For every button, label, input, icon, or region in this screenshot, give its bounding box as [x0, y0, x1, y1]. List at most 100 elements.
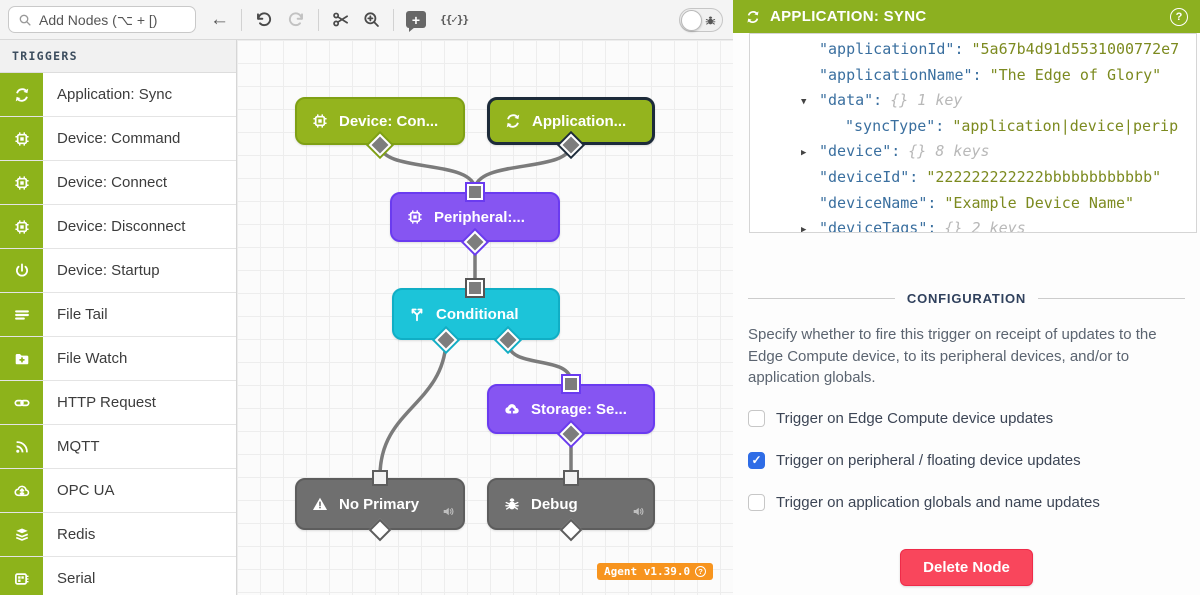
sidebar-item-label: HTTP Request: [57, 394, 156, 411]
add-nodes-input[interactable]: [39, 11, 186, 28]
search-icon: [18, 13, 32, 27]
sidebar-item-label: Redis: [57, 526, 96, 543]
chip-icon: [0, 161, 43, 204]
serial-chip-icon: [0, 557, 43, 595]
layers-icon: [0, 513, 43, 556]
cloud-arrows-icon: [0, 469, 43, 512]
debug-mode-toggle[interactable]: [679, 8, 723, 32]
sidebar-item-label: File Watch: [57, 350, 128, 367]
panel-title: APPLICATION: SYNC: [770, 8, 927, 25]
checkbox-row: Trigger on peripheral / floating device …: [748, 451, 1185, 469]
node-label: Debug: [531, 495, 578, 513]
sidebar-item-file-tail[interactable]: File Tail: [0, 293, 236, 337]
payload-line: "deviceId":"222222222222bbbbbbbbbbbb": [819, 167, 1162, 186]
payload-line: "syncType":"application|device|perip: [845, 116, 1179, 135]
sidebar-item-application-sync[interactable]: Application: Sync: [0, 73, 236, 117]
sidebar-item-device-disconnect[interactable]: Device: Disconnect: [0, 205, 236, 249]
input-port[interactable]: [563, 376, 579, 392]
sidebar-item-label: Device: Command: [57, 130, 181, 147]
sidebar-item-serial[interactable]: Serial: [0, 557, 236, 595]
sidebar-item-file-watch[interactable]: File Watch: [0, 337, 236, 381]
checkbox-row: Trigger on Edge Compute device updates: [748, 409, 1185, 427]
node-conditional[interactable]: Conditional: [392, 288, 560, 340]
toolbar-divider: [318, 8, 319, 31]
wire: [506, 340, 573, 384]
branch-icon: [408, 305, 426, 323]
link-icon: [0, 381, 43, 424]
node-label: Conditional: [436, 305, 519, 323]
speaker-icon[interactable]: [631, 504, 646, 523]
collapse-arrow[interactable]: ▼: [801, 97, 807, 108]
bug-icon: [503, 495, 521, 513]
expand-arrow[interactable]: ▶: [801, 225, 807, 233]
sidebar-item-label: File Tail: [57, 306, 108, 323]
delete-node-button[interactable]: Delete Node: [900, 548, 1033, 586]
add-note-button[interactable]: +: [406, 11, 426, 32]
toolbar-divider: [241, 8, 242, 31]
sidebar-item-redis[interactable]: Redis: [0, 513, 236, 557]
workflow-canvas[interactable]: Device: Con... Application... Peripheral…: [237, 40, 733, 595]
config-checkbox-2[interactable]: [748, 493, 765, 511]
template-tester-button[interactable]: {{✓}}: [440, 13, 469, 26]
speaker-icon[interactable]: [441, 504, 456, 523]
checkbox-label: Trigger on application globals and name …: [776, 493, 1100, 511]
delete-section: Delete Node: [733, 548, 1200, 586]
input-port[interactable]: [372, 470, 388, 486]
undo-button[interactable]: [254, 10, 273, 29]
back-arrow-button[interactable]: ←: [210, 9, 229, 30]
sidebar-item-label: OPC UA: [57, 482, 115, 499]
triggers-section-header: TRIGGERS: [0, 40, 236, 73]
checkbox-row: Trigger on application globals and name …: [748, 493, 1185, 511]
zoom-button[interactable]: [362, 10, 381, 29]
lines-icon: [0, 293, 43, 336]
agent-info-icon: ?: [695, 566, 707, 577]
node-label: Application...: [532, 112, 627, 130]
node-label: No Primary: [339, 495, 420, 513]
input-port[interactable]: [467, 184, 483, 200]
checkbox-label: Trigger on Edge Compute device updates: [776, 409, 1054, 427]
configuration-description: Specify whether to fire this trigger on …: [748, 326, 1157, 386]
toolbar-divider: [393, 8, 394, 31]
payload-line: "applicationName":"The Edge of Glory": [819, 65, 1162, 84]
sidebar-item-opc-ua[interactable]: OPC UA: [0, 469, 236, 513]
config-checkbox-1[interactable]: [748, 451, 765, 469]
sidebar-item-device-connect[interactable]: Device: Connect: [0, 161, 236, 205]
folder-plus-icon: [0, 337, 43, 380]
node-label: Storage: Se...: [531, 400, 627, 418]
toggle-knob: [681, 9, 702, 31]
payload-line: ▶"device":{} 8 keys: [750, 139, 1196, 165]
sidebar-item-device-startup[interactable]: Device: Startup: [0, 249, 236, 293]
sidebar-item-label: Serial: [57, 570, 96, 587]
sidebar-item-device-command[interactable]: Device: Command: [0, 117, 236, 161]
signal-icon: [0, 425, 43, 468]
sidebar-item-label: Application: Sync: [57, 86, 173, 103]
help-icon[interactable]: ?: [1170, 7, 1188, 26]
sync-icon: [0, 73, 43, 116]
payload-line: ▼"data":{} 1 key: [750, 88, 1196, 114]
power-icon: [0, 249, 43, 292]
node-storage[interactable]: Storage: Se...: [487, 384, 655, 434]
input-port[interactable]: [563, 470, 579, 486]
payload-preview[interactable]: "applicationId":"5a67b4d91d5531000772e7 …: [749, 33, 1197, 233]
cloud-upload-icon: [503, 400, 521, 418]
wire: [473, 142, 573, 192]
expand-arrow[interactable]: ▶: [801, 148, 807, 159]
sync-icon: [745, 9, 761, 25]
add-nodes-search[interactable]: [8, 6, 196, 33]
node-label: Device: Con...: [339, 112, 439, 130]
node-config-panel: APPLICATION: SYNC ? "applicationId":"5a6…: [733, 0, 1200, 595]
payload-line: "applicationId":"5a67b4d91d5531000772e7: [819, 40, 1180, 58]
sidebar-item-http-request[interactable]: HTTP Request: [0, 381, 236, 425]
input-port[interactable]: [467, 280, 483, 296]
sidebar-item-mqtt[interactable]: MQTT: [0, 425, 236, 469]
sidebar-item-label: Device: Connect: [57, 174, 168, 191]
config-checkbox-0[interactable]: [748, 409, 765, 427]
redo-button[interactable]: [287, 10, 306, 29]
chip-icon: [0, 117, 43, 160]
sync-icon: [504, 112, 522, 130]
agent-version-badge[interactable]: Agent v1.39.0 ?: [597, 563, 714, 580]
payload-line: "deviceName":"Example Device Name": [819, 193, 1135, 212]
chip-icon: [406, 208, 424, 226]
cut-button[interactable]: [331, 10, 350, 29]
